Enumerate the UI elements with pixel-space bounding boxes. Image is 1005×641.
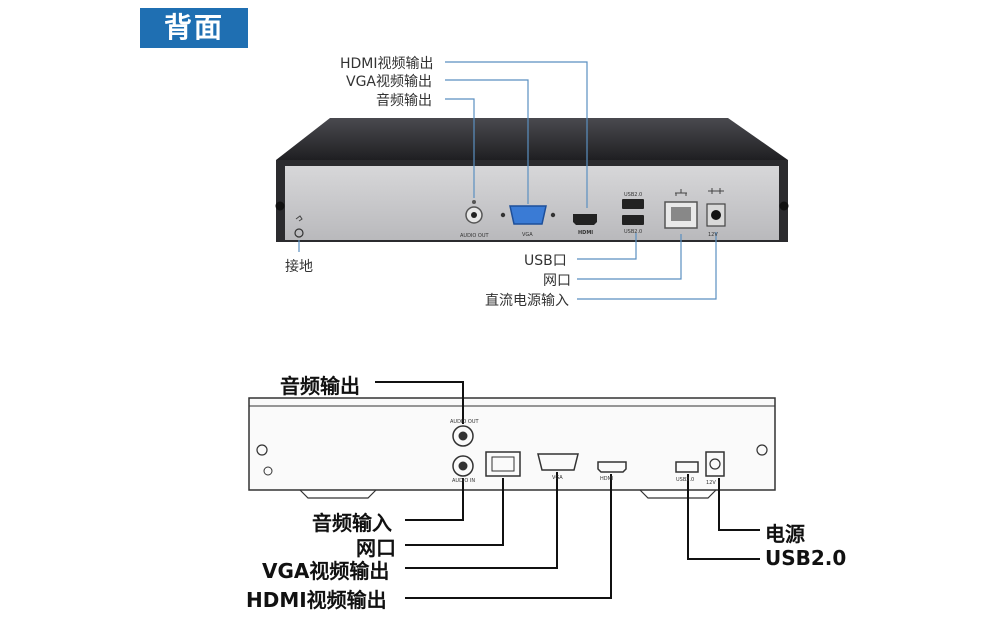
label-b-power: 电源 bbox=[765, 522, 805, 546]
mark-b-power: 12V bbox=[706, 480, 716, 486]
bottom-hdmi-port-icon bbox=[597, 461, 627, 473]
top-device bbox=[275, 118, 789, 242]
mark-b-audio-in: AUDIO IN bbox=[452, 478, 475, 484]
bottom-audio-in-jack-icon bbox=[452, 455, 474, 477]
vga-port-icon bbox=[509, 205, 547, 225]
leader-b-audio-out bbox=[375, 381, 464, 424]
leader-hdmi bbox=[445, 61, 588, 208]
mark-b-hdmi: HDMI bbox=[600, 476, 613, 482]
mark-b-vga: VGA bbox=[552, 475, 563, 481]
mark-audio-out: AUDIO OUT bbox=[460, 233, 490, 239]
usb-port-top-icon bbox=[622, 199, 644, 209]
mark-usb-bottom: USB2.0 bbox=[624, 229, 642, 235]
label-dc-input: 直流电源输入 bbox=[485, 293, 569, 309]
label-audio-output: 音频输出 bbox=[376, 93, 432, 109]
leader-b-net bbox=[405, 478, 504, 546]
mark-b-audio-out: AUDIO OUT bbox=[450, 419, 480, 425]
ground-icon bbox=[294, 228, 304, 238]
leader-b-vga bbox=[405, 472, 558, 569]
label-network-port: 网口 bbox=[543, 273, 571, 289]
mark-b-usb: USB2.0 bbox=[676, 477, 694, 483]
leader-net bbox=[577, 234, 682, 280]
section-title: 背面 bbox=[140, 8, 248, 48]
leader-usb bbox=[577, 233, 637, 260]
bottom-dc-jack-icon bbox=[705, 451, 725, 477]
bottom-ground-icon bbox=[263, 466, 273, 476]
bottom-audio-out-jack-icon bbox=[452, 425, 474, 447]
leader-b-power bbox=[718, 478, 760, 531]
leader-b-usb bbox=[687, 474, 760, 560]
hdmi-port-icon bbox=[573, 214, 597, 225]
leader-b-audio-in bbox=[405, 478, 464, 521]
label-b-vga-output: VGA视频输出 bbox=[262, 559, 390, 583]
label-vga-output: VGA视频输出 bbox=[346, 74, 433, 90]
bottom-screw-right bbox=[756, 444, 768, 456]
bottom-screw-left bbox=[256, 444, 268, 456]
mark-power: 12V bbox=[708, 232, 718, 238]
mark-vga: VGA bbox=[522, 232, 533, 238]
leader-dc bbox=[577, 232, 717, 300]
bottom-rj45-port-icon bbox=[485, 451, 521, 477]
leader-b-hdmi bbox=[405, 474, 612, 599]
mark-hdmi: HDMI bbox=[578, 230, 593, 236]
mark-usb-top: USB2.0 bbox=[624, 192, 642, 198]
top-device-lid bbox=[276, 118, 788, 160]
screw-left bbox=[275, 201, 285, 211]
top-leader-lines bbox=[298, 61, 717, 300]
label-b-network-port: 网口 bbox=[356, 536, 396, 560]
bottom-device bbox=[248, 397, 776, 499]
leader-audio bbox=[445, 98, 475, 198]
screw-right bbox=[779, 201, 789, 211]
label-hdmi-output: HDMI视频输出 bbox=[340, 56, 434, 72]
label-usb-port: USB口 bbox=[524, 253, 567, 269]
bottom-vga-port-icon bbox=[537, 453, 579, 471]
top-device-panel bbox=[285, 166, 779, 240]
label-b-usb: USB2.0 bbox=[765, 546, 847, 570]
label-b-audio-output: 音频输出 bbox=[280, 374, 360, 398]
usb-port-bottom-icon bbox=[622, 215, 644, 225]
label-b-hdmi-output: HDMI视频输出 bbox=[246, 588, 387, 612]
ground-symbol-icon bbox=[295, 215, 303, 222]
leader-vga bbox=[445, 79, 529, 204]
label-b-audio-input: 音频输入 bbox=[312, 511, 392, 535]
bottom-usb-port-icon bbox=[675, 461, 699, 473]
label-ground: 接地 bbox=[285, 259, 313, 275]
network-symbol-icon bbox=[675, 189, 687, 196]
bottom-leader-lines bbox=[375, 381, 760, 599]
